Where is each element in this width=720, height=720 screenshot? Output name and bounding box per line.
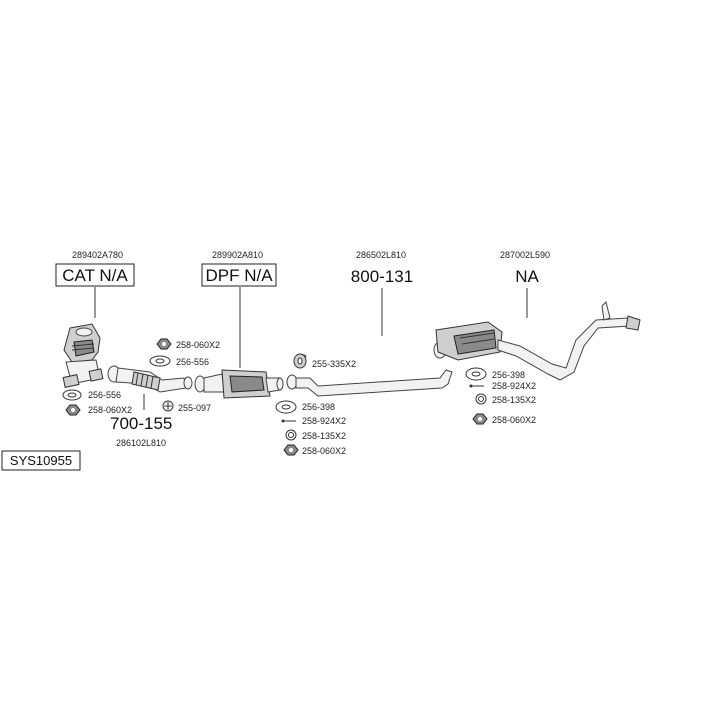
mid-oe-number: 286502L810 [356, 250, 406, 260]
mid-joint-part-code: 256-398 [302, 402, 335, 412]
rear-joint-part-code: 258-060X2 [492, 415, 536, 425]
front-pipe-part-code: 255-097 [178, 403, 211, 413]
dpf-oe-number: 289902A810 [212, 250, 263, 260]
cat-label[interactable]: CAT N/A [62, 266, 128, 285]
mid-spring-258-135X2[interactable] [285, 429, 297, 441]
mid-gasket-256-398[interactable] [275, 400, 297, 414]
dpf-part-code: 256-556 [176, 357, 209, 367]
mid-bolt-258-924X2[interactable] [281, 419, 297, 423]
rear-joint-part-code: 258-135X2 [492, 395, 536, 405]
mid-joint-part-code: 258-135X2 [302, 431, 346, 441]
front-pipe-drawing[interactable] [107, 365, 193, 393]
cat-label-box [55, 263, 135, 287]
rear-joint-part-code: 258-924X2 [492, 381, 536, 391]
rear-spring-258-135X2[interactable] [475, 393, 487, 405]
mid-part-label[interactable]: 800-131 [351, 267, 413, 286]
rear-oe-number: 287002L590 [500, 250, 550, 260]
front-pipe-part-label[interactable]: 700-155 [110, 414, 172, 433]
middle-pipe-drawing[interactable] [286, 354, 453, 397]
cat-part-code: 256-556 [88, 390, 121, 400]
rear-bolt-258-924X2[interactable] [469, 384, 485, 388]
cat-nut-258-060X2[interactable] [65, 404, 81, 416]
cat-gasket-256-556[interactable] [62, 389, 82, 401]
mid-joint-part-code: 258-060X2 [302, 446, 346, 456]
cat-part-code: 258-060X2 [88, 405, 132, 415]
catalytic-converter-drawing[interactable] [62, 323, 104, 388]
front-pipe-oe-number: 286102L810 [116, 438, 166, 448]
rear-joint-part-code: 256-398 [492, 370, 525, 380]
rear-gasket-256-398[interactable] [465, 367, 487, 381]
rear-label[interactable]: NA [515, 267, 539, 286]
dpf-label-box [201, 263, 277, 287]
dpf-drawing[interactable] [194, 369, 284, 399]
rear-nut-258-060X2[interactable] [472, 413, 488, 425]
dpf-nut-258-060X2[interactable] [156, 338, 172, 350]
mid-hanger-part-code: 255-335X2 [312, 359, 356, 369]
cat-oe-number: 289402A780 [72, 250, 123, 260]
dpf-gasket-256-556[interactable] [149, 355, 171, 367]
mid-joint-part-code: 258-924X2 [302, 416, 346, 426]
system-code[interactable]: SYS10955 [10, 453, 72, 468]
front-pipe-clamp-255-097[interactable] [162, 400, 174, 412]
rear-silencer-drawing[interactable] [433, 301, 641, 381]
dpf-part-code: 258-060X2 [176, 340, 220, 350]
dpf-label[interactable]: DPF N/A [205, 266, 273, 285]
mid-nut-258-060X2[interactable] [283, 444, 299, 456]
mid-hanger-255-335X2[interactable] [293, 353, 307, 369]
system-code-box [1, 450, 81, 471]
